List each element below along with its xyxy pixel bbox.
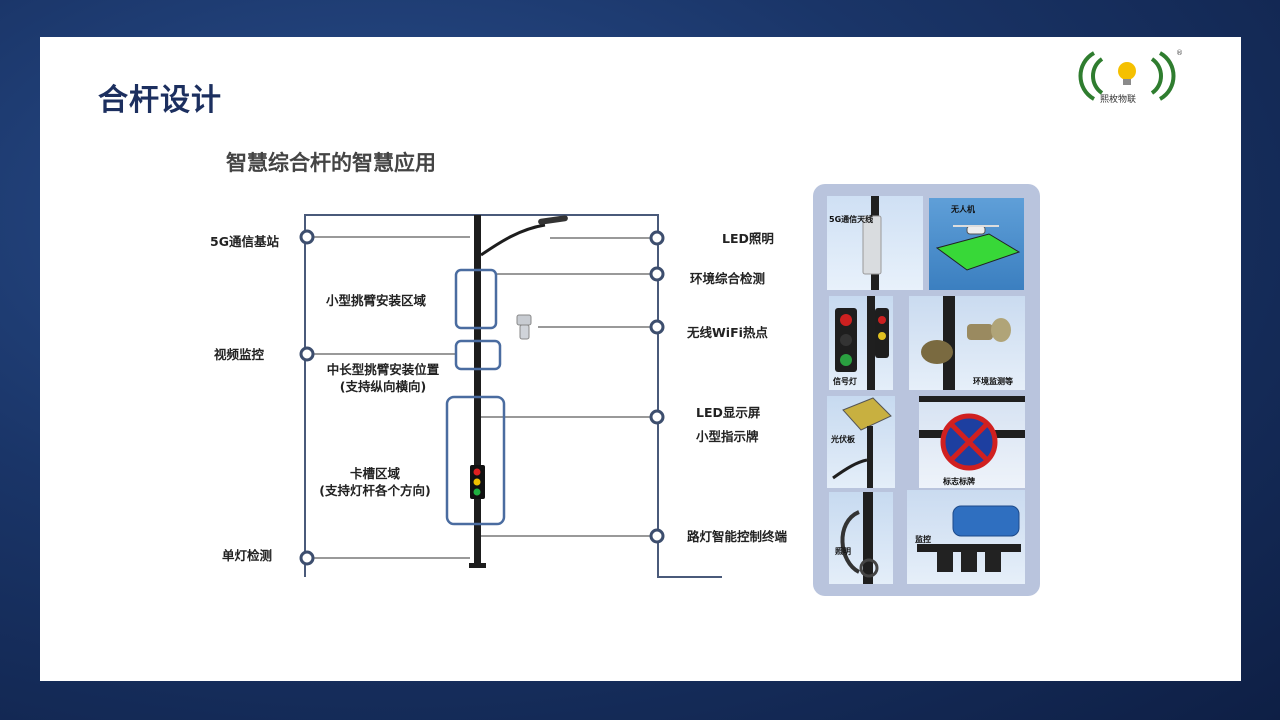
tile-label-env: 环境监测等 bbox=[973, 377, 1013, 386]
label-mid-arm-2: (支持纵向横向) bbox=[339, 379, 427, 394]
node-single-lamp bbox=[299, 550, 315, 566]
tile-label-traffic: 信号灯 bbox=[833, 377, 857, 386]
tile-label-signboard: 标志标牌 bbox=[943, 477, 975, 486]
slide: 合杆设计 ® 熙枚物联 智慧综合杆的智慧应用 bbox=[40, 37, 1241, 681]
label-video: 视频监控 bbox=[214, 347, 265, 362]
label-controller: 路灯智能控制终端 bbox=[687, 529, 788, 544]
tile-drone: 无人机 bbox=[929, 198, 1024, 290]
node-led-screen bbox=[649, 409, 665, 425]
traffic-light-icon bbox=[835, 296, 889, 390]
drone-icon bbox=[935, 225, 1021, 271]
tile-antenna: 5G通信天线 bbox=[827, 196, 923, 290]
label-led-screen: LED显示屏 bbox=[696, 405, 761, 420]
svg-text:®: ® bbox=[1176, 49, 1182, 57]
tile-lighting: 照明 bbox=[829, 492, 893, 584]
label-sign: 小型指示牌 bbox=[696, 429, 759, 444]
small-arm-area-box bbox=[454, 268, 498, 330]
slot-area-box bbox=[445, 395, 506, 526]
tile-label-solar: 光伏板 bbox=[831, 435, 855, 444]
tile-env: 环境监测等 bbox=[909, 296, 1025, 390]
label-base-station: 5G通信基站 bbox=[210, 234, 279, 249]
monitor-camera-icon bbox=[917, 505, 1021, 572]
bulb-logo-icon: ® bbox=[1078, 49, 1182, 101]
node-env bbox=[649, 266, 665, 282]
tile-solar: 光伏板 bbox=[827, 396, 895, 488]
tile-label-lighting: 照明 bbox=[835, 547, 851, 556]
page-title: 合杆设计 bbox=[98, 83, 222, 118]
pole-diagram bbox=[299, 214, 722, 578]
label-wifi: 无线WiFi热点 bbox=[687, 325, 768, 340]
diagram-subtitle: 智慧综合杆的智慧应用 bbox=[226, 151, 436, 175]
antenna-icon bbox=[862, 196, 882, 290]
label-single-lamp: 单灯检测 bbox=[222, 548, 273, 563]
label-slot-2: (支持灯杆各个方向) bbox=[319, 483, 431, 498]
node-wifi bbox=[649, 319, 665, 335]
label-led-light: LED照明 bbox=[722, 231, 774, 246]
node-video bbox=[299, 346, 315, 362]
node-led-light bbox=[649, 230, 665, 246]
tile-label-monitor: 监控 bbox=[915, 535, 931, 544]
label-slot-1: 卡槽区域 bbox=[349, 466, 400, 481]
label-small-arm: 小型挑臂安装区域 bbox=[326, 293, 427, 308]
tile-label-drone: 无人机 bbox=[951, 205, 975, 214]
node-base-station bbox=[299, 229, 315, 245]
tile-signboard: 标志标牌 bbox=[919, 396, 1025, 488]
node-controller bbox=[649, 528, 665, 544]
label-env: 环境综合检测 bbox=[690, 271, 766, 286]
tile-monitor: 监控 bbox=[907, 490, 1025, 584]
solar-panel-icon bbox=[832, 397, 892, 488]
no-parking-sign-icon bbox=[919, 396, 1025, 471]
smart-pole-icon bbox=[469, 215, 568, 568]
tile-label-antenna: 5G通信天线 bbox=[829, 215, 874, 224]
label-mid-arm-1: 中长型挑臂安装位置 bbox=[326, 362, 440, 377]
env-monitor-icon bbox=[921, 296, 1011, 390]
logo-text: 熙枚物联 bbox=[1100, 95, 1137, 105]
mid-arm-area-box bbox=[454, 339, 502, 371]
tile-traffic: 信号灯 bbox=[829, 296, 893, 390]
left-frame-line bbox=[304, 214, 722, 578]
street-lamp-icon bbox=[840, 492, 879, 584]
device-photo-panel: 5G通信天线 无人机 信号灯 bbox=[813, 184, 1040, 596]
